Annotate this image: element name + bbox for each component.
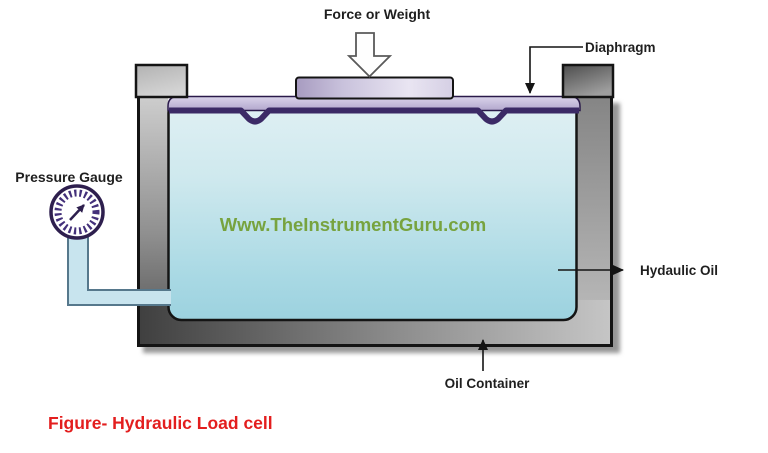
pipe-fill [68,236,171,305]
figure-caption: Figure- Hydraulic Load cell [48,413,273,433]
force-arrow-icon [346,32,393,78]
pipe-shape [67,236,171,306]
pressure-gauge-icon [49,184,105,240]
gauge-needle [69,204,85,221]
right-clamp-cap [561,63,615,99]
hydraulic-oil-label: Hydaulic Oil [640,263,718,278]
gauge-ticks [54,189,100,235]
pipe-outline [67,236,171,306]
left-clamp-cap [134,63,189,99]
hydraulic-oil-fill [167,98,578,322]
diaphragm-leader-arrow [525,46,583,94]
watermark-text: Www.TheInstrumentGuru.com [220,214,487,235]
diaphragm-label: Diaphragm [585,40,656,55]
container-outline [137,97,613,347]
pressure-gauge-label: Pressure Gauge [15,169,123,185]
diaphragm-membrane-line [169,107,579,125]
oil-container-label: Oil Container [445,376,531,391]
force-label: Force or Weight [324,6,431,22]
loading-plate [295,76,454,100]
